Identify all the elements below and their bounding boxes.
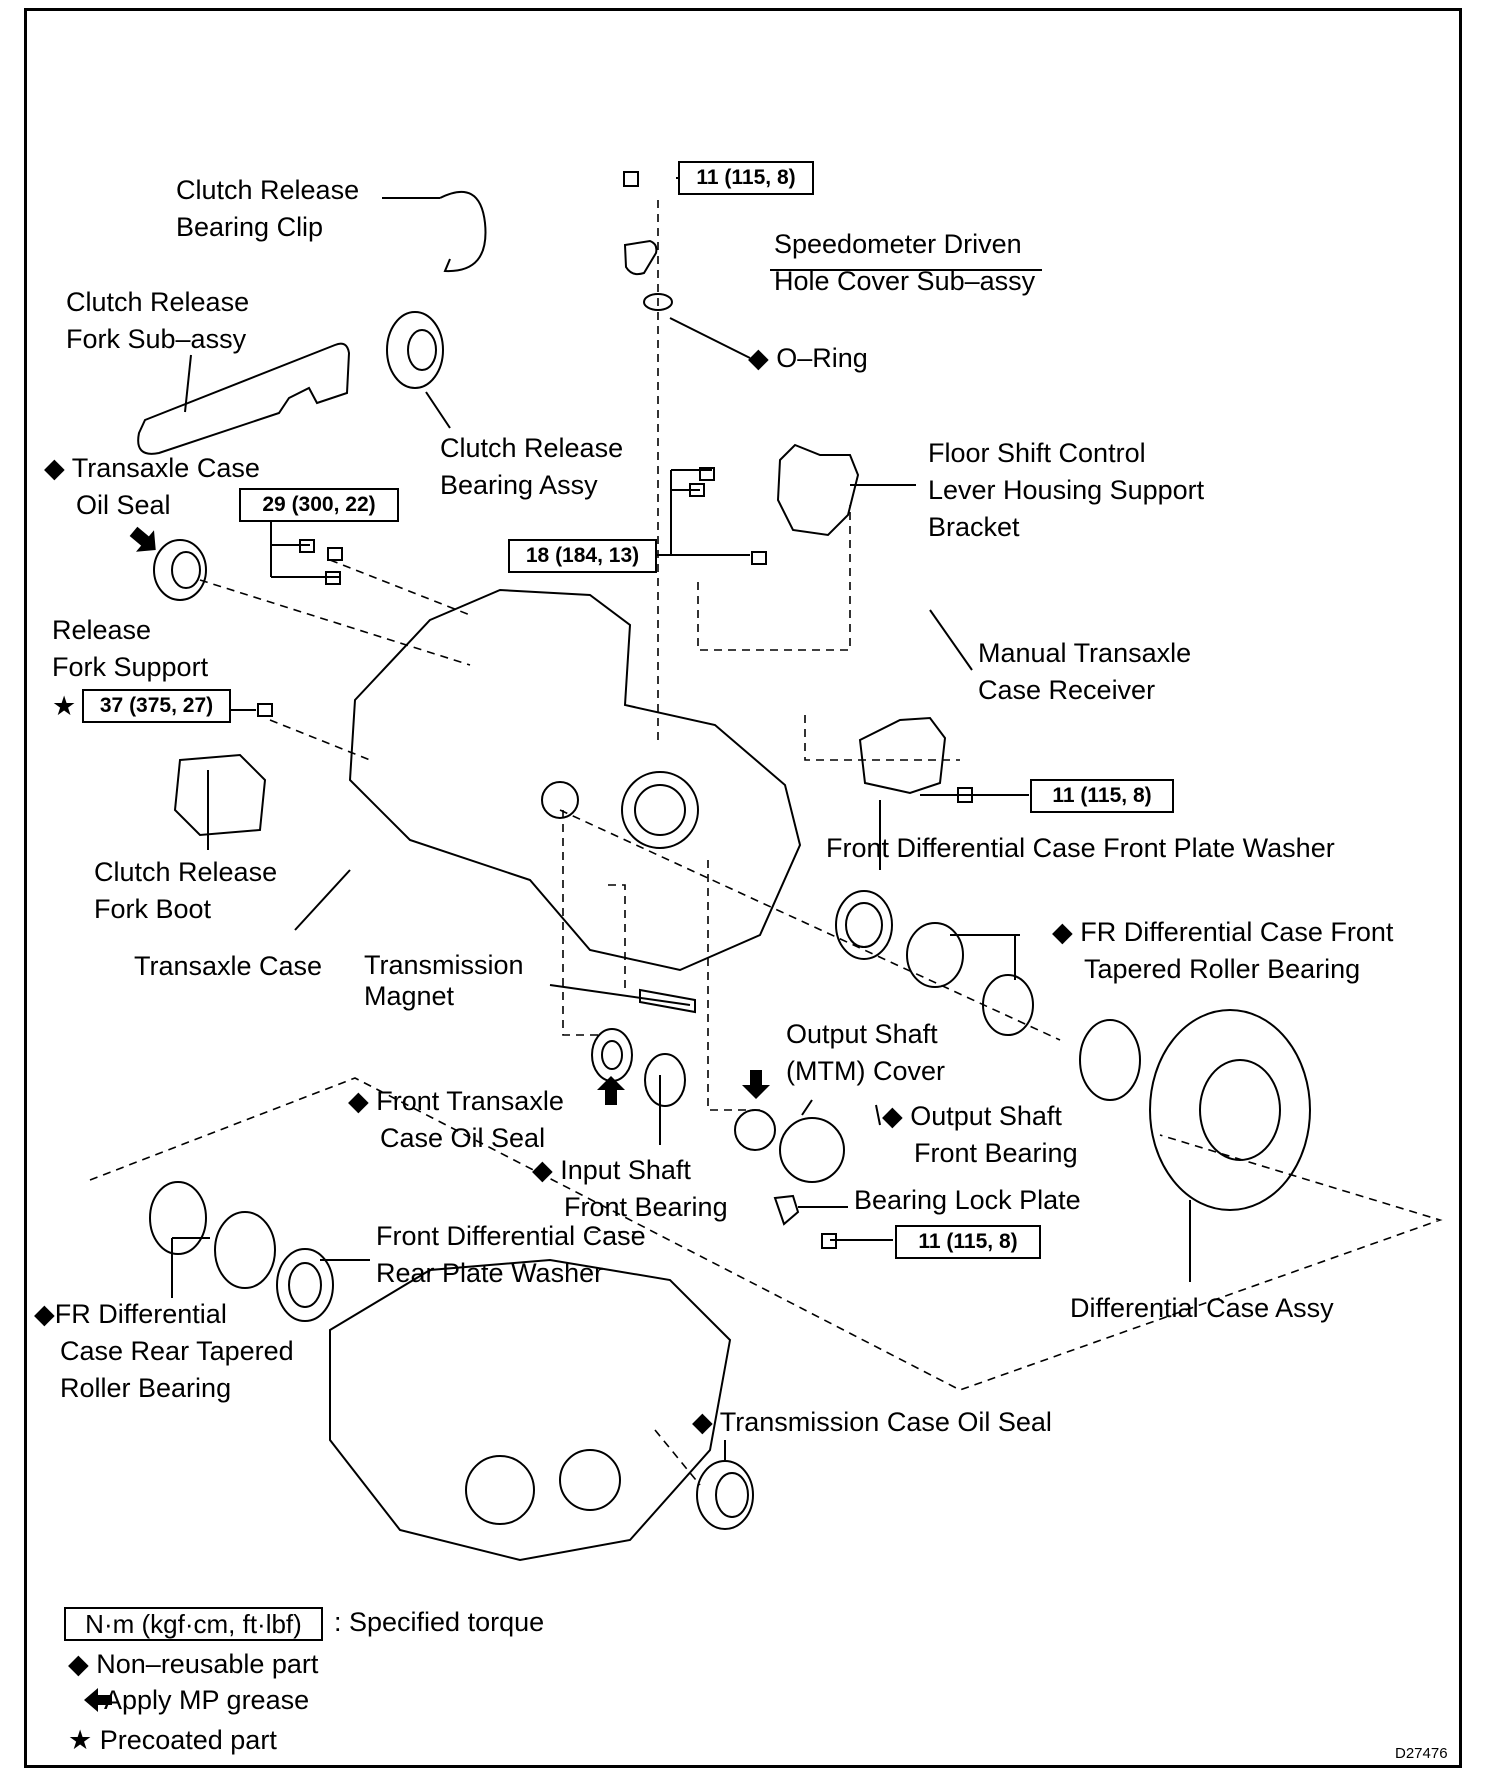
o-ring-label: ◆ O–Ring [748,343,868,373]
legend-torque-desc: : Specified torque [334,1607,545,1637]
output-shaft-cover [734,1109,776,1151]
bearing-lock-plate [773,1194,800,1226]
transaxle-case-oil-seal [153,539,207,601]
figure-code: D27476 [1395,1745,1448,1762]
bolts [257,171,973,1249]
differential-case-assy-label: Differential Case Assy [1070,1293,1334,1323]
bearing-lock-plate-label: Bearing Lock Plate [854,1185,1081,1215]
clutch-release-fork [137,342,351,455]
case-receiver [858,716,947,795]
figure-frame [24,8,1462,1768]
torque-release-fork-support: 37 (375, 27) [82,689,231,723]
alignment-lines [89,200,1443,1486]
front-plate-washer-label: Front Differential Case Front Plate Wash… [826,833,1335,863]
rear-plate-washer [276,1248,334,1322]
transmission-case [329,1258,732,1562]
clutch-release-fork-boot [173,753,267,837]
torque-lock-plate-bolt: 11 (115, 8) [895,1225,1041,1259]
fr-diff-front-bearing [982,974,1034,1036]
transmission-case-oil-seal [696,1460,754,1530]
legend-non-reusable: ◆ Non–reusable part [68,1649,319,1679]
front-transaxle-case-oil-seal [591,1028,633,1082]
legend-precoated: ★ Precoated part [68,1725,277,1755]
precoat-star: ★ [52,691,77,721]
legend-apply-grease: Apply MP grease [104,1685,310,1715]
front-plate-washer [835,890,893,960]
floor-shift-bracket [776,443,860,537]
clutch-release-bearing [386,311,444,389]
transmission-case-oil-seal-label: ◆ Transmission Case Oil Seal [692,1407,1052,1437]
output-shaft-front-bearing [779,1117,845,1183]
input-shaft-front-bearing [644,1053,686,1107]
transmission-magnet [639,988,696,1014]
transaxle-case [348,588,802,972]
speedometer-cover [623,239,658,276]
fr-diff-rear-bearing [149,1181,207,1255]
transaxle-case-label: Transaxle Case [134,951,323,981]
clutch-release-bearing-clip [439,190,487,273]
legend-torque-box: N·m (kgf·cm, ft·lbf) [64,1607,323,1641]
torque-oil-seal-bolts: 29 (300, 22) [239,488,399,522]
fr-diff-front-race [906,922,964,988]
o-ring [643,293,673,311]
torque-receiver-bolt: 11 (115, 8) [1030,779,1174,813]
torque-bracket-bolts: 18 (184, 13) [508,539,657,573]
output-shaft-cover-label: Output Shaft(MTM) Cover [786,1019,945,1086]
differential-case-assy [1149,1009,1311,1211]
leader-lines [171,177,1191,1460]
grease-arrows [84,526,770,1712]
torque-speedo-bolt: 11 (115, 8) [678,161,814,195]
